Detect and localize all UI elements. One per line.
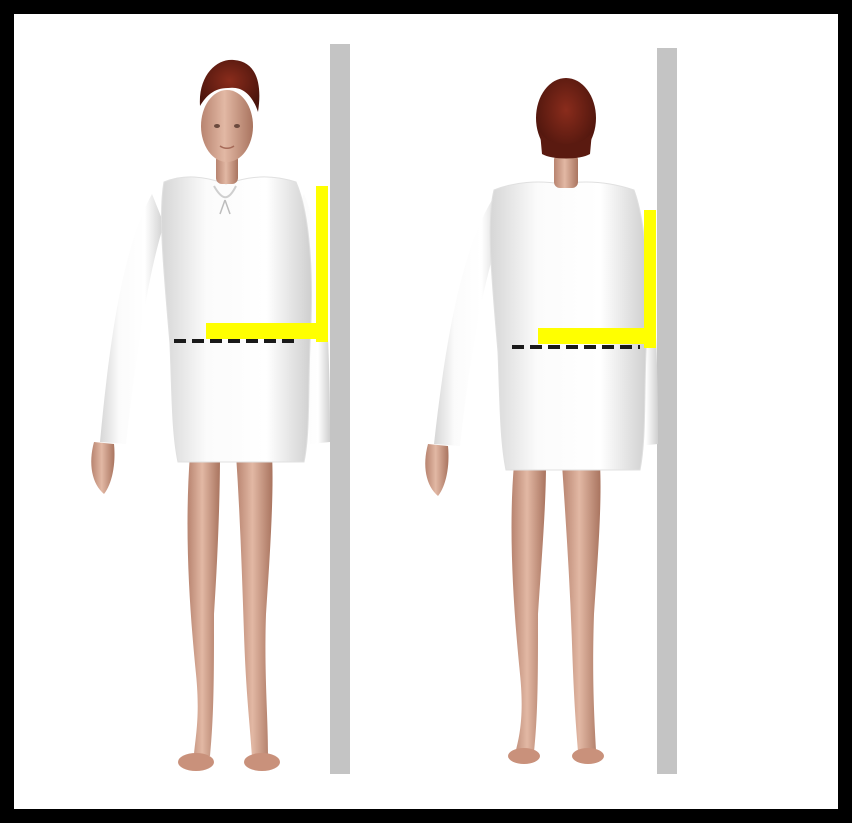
front-shirt (162, 177, 312, 462)
measurement-illustration (14, 14, 838, 809)
back-view-panel (425, 48, 677, 774)
front-view-panel (91, 44, 350, 774)
illustration-stage (14, 14, 838, 809)
back-wall-pole (657, 48, 677, 774)
back-legs (508, 464, 604, 764)
front-wall-pole (330, 44, 350, 774)
front-head (200, 60, 259, 184)
back-shirt (490, 182, 647, 470)
front-legs (178, 454, 280, 771)
back-head (536, 78, 596, 188)
